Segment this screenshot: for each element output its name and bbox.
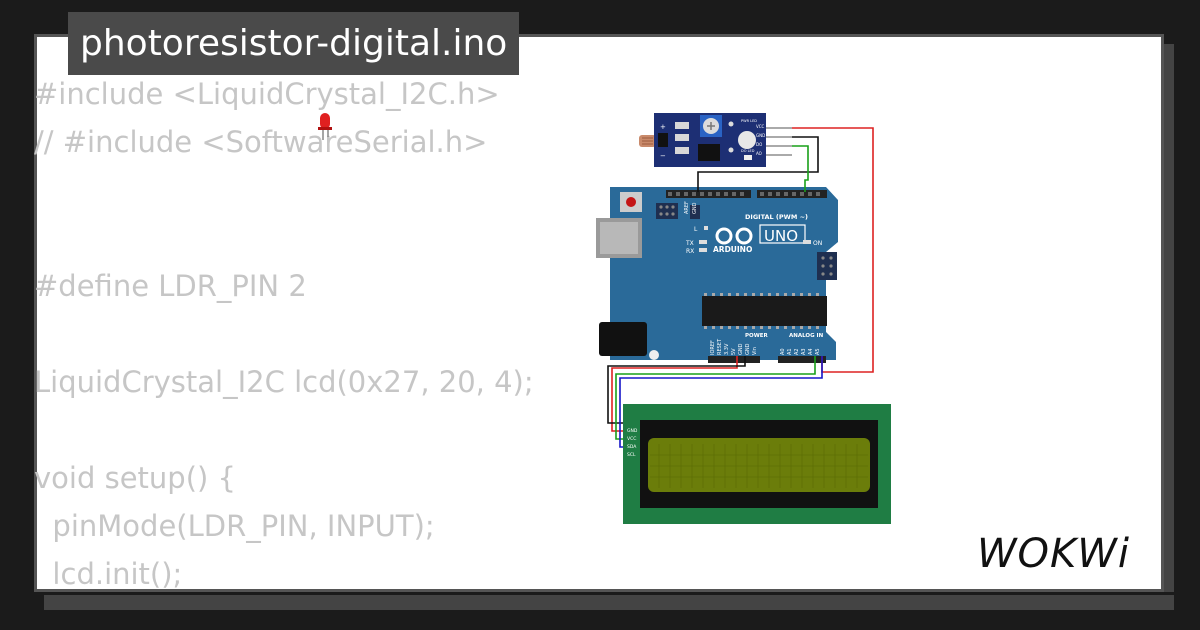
lcd-pin-label: GND — [627, 428, 638, 434]
power-label: POWER — [745, 333, 769, 339]
code-line: void setup() { — [34, 461, 236, 495]
do-led-label: DO LED — [741, 149, 755, 153]
code-line: LiquidCrystal_I2C lcd(0x27, 20, 4); — [34, 365, 534, 399]
wokwi-logo: WOKWi — [977, 531, 1130, 577]
wokwi-logo-text: WOKWi — [977, 531, 1130, 577]
arduino-infinity-logo — [715, 227, 753, 245]
minus-label: − — [660, 152, 666, 160]
power-pin-label: RESET — [717, 338, 723, 355]
gnd-label: GND — [692, 202, 698, 214]
power-pin-label: GND — [738, 343, 744, 355]
ldr-sensor-module: + − PWR LED DO LED VCC GND DO AO — [654, 113, 792, 167]
power-pin-label: Vin — [752, 347, 758, 355]
power-pin-label: GND — [745, 343, 751, 355]
lcd-display: GND VCC SDA SCL — [623, 404, 891, 524]
wires — [607, 127, 874, 448]
power-pin-label: 3.3V — [724, 343, 730, 355]
pin-label: AO — [756, 151, 762, 156]
aref-label: AREF — [684, 201, 690, 214]
on-label: ON — [813, 240, 822, 247]
arduino-uno-board: AREF GND DIGITAL (PWM ~) L TX RX ARDUINO… — [596, 187, 838, 363]
code-line: #define LDR_PIN 2 — [34, 269, 307, 303]
pin-label: GND — [756, 133, 765, 138]
uno-label: UNO — [764, 227, 798, 245]
l-label: L — [694, 226, 698, 233]
preview-card — [34, 34, 1164, 592]
analog-pin-label: A0 — [780, 348, 786, 355]
analog-pin-label: A5 — [815, 348, 821, 355]
analog-pin-label: A1 — [787, 348, 793, 355]
digital-label: DIGITAL (PWM ~) — [745, 213, 808, 221]
analog-pin-label: A4 — [808, 348, 814, 355]
lcd-pin-label: SDA — [627, 444, 637, 450]
led-icon — [318, 113, 332, 140]
code-line: #include <LiquidCrystal_I2C.h> — [34, 77, 500, 111]
arduino-brand-label: ARDUINO — [713, 245, 752, 254]
code-line: lcd.init(); — [34, 557, 183, 591]
analog-label: ANALOG IN — [789, 333, 824, 339]
pwr-led-label: PWR LED — [741, 119, 757, 123]
code-preview: #include <LiquidCrystal_I2C.h> // #includ… — [34, 70, 534, 598]
lcd-pin-label: VCC — [627, 436, 636, 442]
analog-pin-label: A2 — [794, 348, 800, 355]
plus-label: + — [660, 123, 666, 131]
code-line: pinMode(LDR_PIN, INPUT); — [34, 509, 435, 543]
power-pin-label: 5V — [731, 348, 737, 355]
shadow-strip — [44, 595, 1174, 610]
tx-label: TX — [685, 240, 694, 247]
pin-label: DO — [756, 142, 762, 147]
power-pin-label: IOREF — [710, 340, 716, 355]
sketch-title: photoresistor-digital.ino — [68, 12, 520, 75]
rx-label: RX — [686, 248, 694, 255]
lcd-pin-label: SCL — [627, 452, 636, 458]
code-line: // #include <SoftwareSerial.h> — [34, 125, 488, 159]
pin-label: VCC — [756, 124, 765, 129]
analog-pin-label: A3 — [801, 348, 807, 355]
